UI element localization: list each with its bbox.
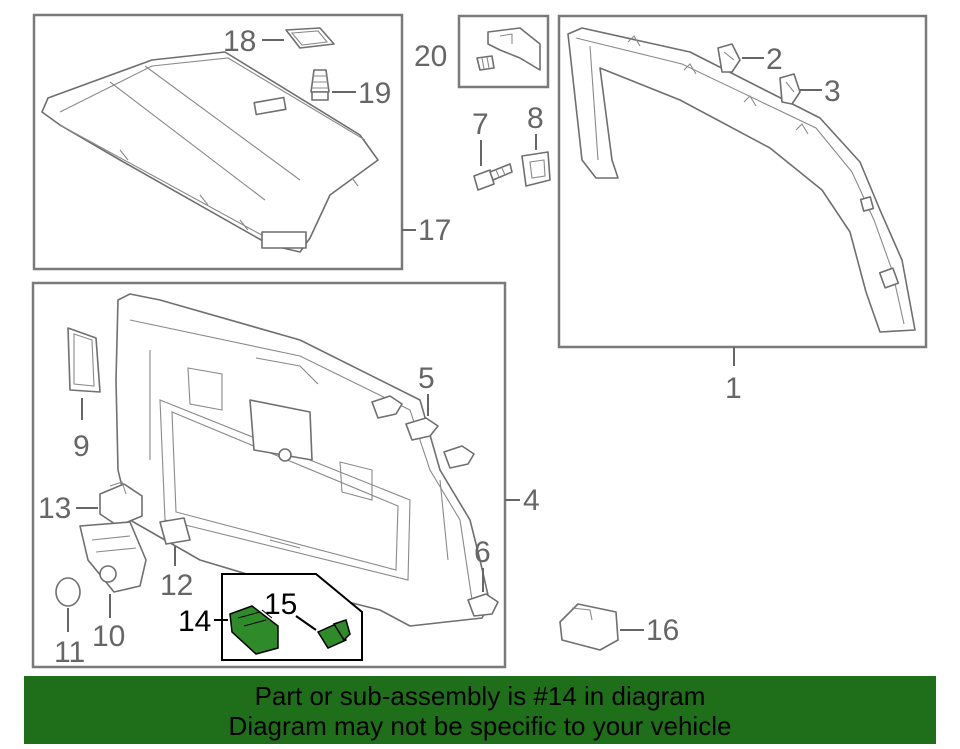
- callout-17: 17: [418, 214, 451, 247]
- callout-3: 3: [824, 75, 841, 108]
- part-8-nut-clip: [521, 151, 551, 187]
- part-18-clip: [285, 27, 335, 49]
- frame-garnish: [557, 14, 928, 349]
- frame-cargo-cover: [32, 13, 404, 271]
- part-11-plug: [55, 577, 81, 607]
- banner-line-1: Part or sub-assembly is #14 in diagram: [254, 681, 706, 711]
- part-20-bracket: [476, 27, 541, 71]
- part-16-lamp: [559, 603, 619, 651]
- part-9-cover: [67, 327, 101, 393]
- part-2-clip: [717, 43, 741, 73]
- frame-liftgate-trim: [31, 281, 507, 669]
- part-12-cap: [159, 517, 191, 545]
- part-13-lamp: [99, 481, 143, 527]
- callout-4: 4: [523, 484, 540, 517]
- callout-7: 7: [472, 108, 489, 141]
- callout-1: 1: [725, 372, 742, 405]
- callout-8: 8: [527, 102, 544, 135]
- part-3-clip: [779, 73, 801, 105]
- callout-6: 6: [474, 536, 491, 569]
- part-15-bulb: [316, 619, 351, 649]
- part-10-handle-cover: [79, 521, 147, 593]
- callout-5: 5: [418, 362, 435, 395]
- callout-13: 13: [38, 492, 71, 525]
- part-4-liftgate-trim: [115, 293, 491, 627]
- callout-14: 14: [178, 605, 211, 638]
- part-19-pushpin: [310, 69, 330, 101]
- cargo-cover-part: [41, 51, 379, 253]
- callout-2: 2: [766, 43, 783, 76]
- callout-16: 16: [646, 614, 679, 647]
- info-banner: Part or sub-assembly is #14 in diagram D…: [24, 676, 936, 744]
- callout-9: 9: [73, 430, 90, 463]
- part-14-lamp-assembly: [229, 605, 279, 655]
- part-5-clips: [371, 395, 475, 469]
- callout-18: 18: [223, 25, 256, 58]
- callout-10: 10: [92, 620, 125, 653]
- part-6-clip: [467, 593, 499, 617]
- callout-19: 19: [358, 77, 391, 110]
- part-1-garnish: [567, 27, 916, 333]
- banner-line-2: Diagram may not be specific to your vehi…: [228, 711, 732, 741]
- part-7-bolt: [473, 163, 513, 191]
- callout-11: 11: [54, 636, 85, 669]
- callout-20: 20: [414, 40, 447, 73]
- frame-part-20: [457, 14, 550, 89]
- callout-12: 12: [160, 569, 193, 602]
- callout-15: 15: [264, 588, 297, 621]
